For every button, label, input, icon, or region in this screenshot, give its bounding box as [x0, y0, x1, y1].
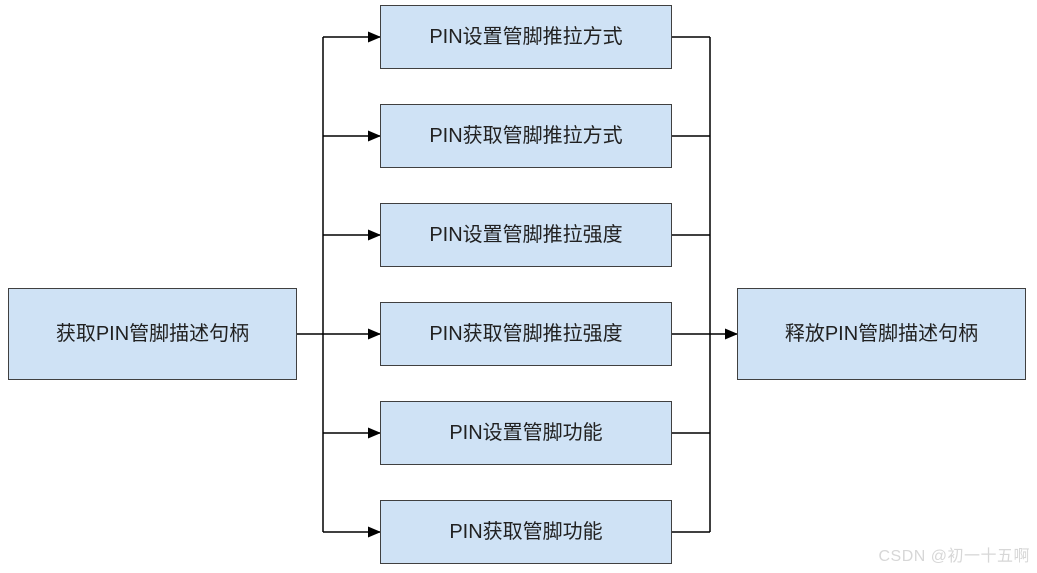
node-label: PIN获取管脚推拉强度: [429, 323, 623, 345]
node-pin-get-function: PIN获取管脚功能: [380, 500, 672, 564]
node-pin-set-function: PIN设置管脚功能: [380, 401, 672, 465]
node-pin-set-pull-mode: PIN设置管脚推拉方式: [380, 5, 672, 69]
node-label: PIN获取管脚功能: [449, 521, 603, 543]
node-pin-get-pull-strength: PIN获取管脚推拉强度: [380, 302, 672, 366]
node-label: 释放PIN管脚描述句柄: [784, 323, 979, 345]
node-label: PIN获取管脚推拉方式: [429, 125, 623, 147]
node-release-pin-handle: 释放PIN管脚描述句柄: [737, 288, 1026, 380]
node-pin-set-pull-strength: PIN设置管脚推拉强度: [380, 203, 672, 267]
csdn-watermark: CSDN @初一十五啊: [878, 548, 1030, 565]
node-label: PIN设置管脚推拉方式: [429, 26, 623, 48]
node-pin-get-pull-mode: PIN获取管脚推拉方式: [380, 104, 672, 168]
node-label: PIN设置管脚推拉强度: [429, 224, 623, 246]
node-label: PIN设置管脚功能: [449, 422, 603, 444]
node-get-pin-handle: 获取PIN管脚描述句柄: [8, 288, 297, 380]
node-label: 获取PIN管脚描述句柄: [55, 323, 250, 345]
